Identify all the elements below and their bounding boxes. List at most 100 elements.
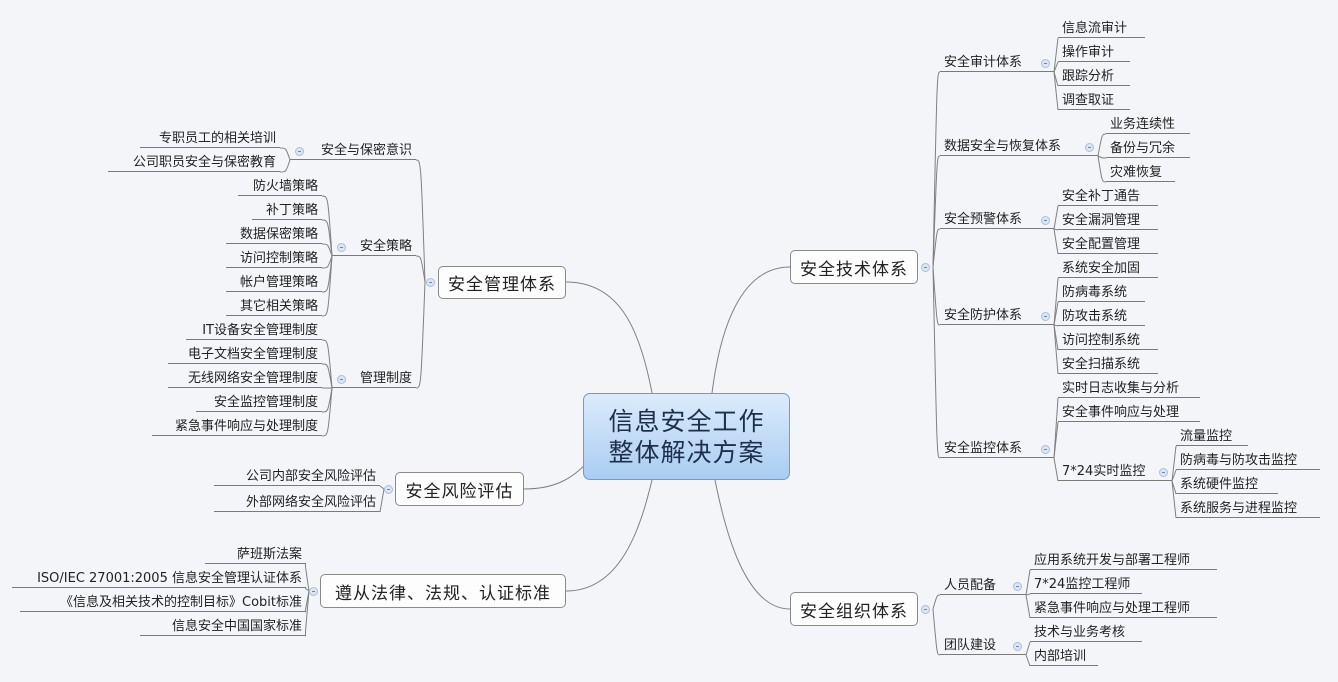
leaf-node[interactable]: 安全扫描系统 — [1058, 355, 1158, 374]
connector-line — [1097, 133, 1107, 157]
subtopic-node[interactable]: 安全策略 — [332, 237, 416, 256]
main-topic-security-organization[interactable]: 安全组织体系 — [790, 592, 918, 626]
leaf-node[interactable]: 跟踪分析 — [1058, 67, 1130, 86]
leaf-node[interactable]: 信息安全中国国家标准 — [140, 617, 306, 636]
leaf-node[interactable]: 萨班斯法案 — [205, 545, 306, 564]
connector-line — [932, 608, 941, 656]
leaf-node[interactable]: 紧急事件响应与处理制度 — [152, 417, 322, 436]
leaf-node[interactable]: 外部网络安全风险评估 — [214, 493, 380, 512]
leaf-node[interactable]: 帐户管理策略 — [226, 273, 322, 292]
connector-line — [379, 488, 385, 513]
collapse-icon[interactable] — [1041, 59, 1050, 68]
connector-line — [1171, 469, 1177, 482]
leaf-node[interactable]: 电子文档安全管理制度 — [168, 345, 322, 364]
leaf-node[interactable]: 业务连续性 — [1106, 115, 1190, 134]
collapse-icon[interactable] — [921, 263, 930, 272]
collapse-icon[interactable] — [1013, 642, 1022, 651]
subtopic-node[interactable]: 7*24实时监控 — [1058, 462, 1172, 481]
main-topic-risk-assessment[interactable]: 安全风险评估 — [395, 472, 524, 506]
subtopic-node[interactable]: 数据安全与恢复体系 — [940, 137, 1098, 156]
leaf-node[interactable]: 专职员工的相关培训 — [140, 129, 280, 148]
leaf-node[interactable]: 内部培训 — [1030, 647, 1098, 666]
leaf-node[interactable]: IT设备安全管理制度 — [186, 321, 322, 340]
leaf-node[interactable]: 防病毒系统 — [1058, 283, 1145, 302]
connector-line — [1053, 228, 1059, 255]
leaf-node[interactable]: 无线网络安全管理制度 — [168, 369, 322, 388]
leaf-node[interactable]: 7*24监控工程师 — [1030, 575, 1142, 594]
connector-line — [1053, 37, 1059, 73]
connector-line — [1171, 480, 1177, 519]
connector-line — [711, 266, 791, 394]
leaf-node[interactable]: 访问控制系统 — [1058, 331, 1158, 350]
leaf-node[interactable]: 系统安全加固 — [1058, 259, 1158, 278]
leaf-node[interactable]: 防病毒与防攻击监控 — [1176, 451, 1320, 470]
leaf-node[interactable]: 安全监控管理制度 — [196, 393, 322, 412]
collapse-icon[interactable] — [1041, 312, 1050, 321]
connector-line — [321, 339, 333, 389]
leaf-node[interactable]: 防攻击系统 — [1058, 307, 1145, 326]
connector-line — [415, 159, 426, 283]
collapse-icon[interactable] — [426, 278, 435, 287]
leaf-node[interactable]: 防火墙策略 — [238, 177, 322, 196]
main-topic-compliance[interactable]: 遵从法律、法规、认证标准 — [320, 574, 566, 608]
leaf-node[interactable]: 安全事件响应与处理 — [1058, 403, 1200, 422]
connector-line — [1053, 324, 1059, 327]
collapse-icon[interactable] — [1013, 582, 1022, 591]
connector-line — [1025, 654, 1031, 667]
main-topic-security-technology[interactable]: 安全技术体系 — [790, 250, 918, 284]
collapse-icon[interactable] — [384, 485, 393, 494]
subtopic-node[interactable]: 管理制度 — [332, 369, 416, 388]
leaf-node[interactable]: 公司职员安全与保密教育 — [108, 153, 280, 172]
leaf-node[interactable]: ISO/IEC 27001:2005 信息安全管理认证体系 — [12, 569, 306, 588]
collapse-icon[interactable] — [337, 243, 346, 252]
leaf-node[interactable]: 安全配置管理 — [1058, 235, 1158, 254]
connector-line — [1171, 445, 1177, 482]
connector-line — [279, 147, 291, 161]
subtopic-node[interactable]: 安全与保密意识 — [290, 141, 416, 160]
leaf-node[interactable]: 数据保密策略 — [226, 225, 322, 244]
subtopic-node[interactable]: 安全审计体系 — [940, 53, 1054, 72]
leaf-node[interactable]: 公司内部安全风险评估 — [214, 467, 380, 486]
leaf-node[interactable]: 系统服务与进程监控 — [1176, 499, 1320, 518]
leaf-node[interactable]: 应用系统开发与部署工程师 — [1030, 551, 1217, 570]
collapse-icon[interactable] — [337, 375, 346, 384]
collapse-icon[interactable] — [1041, 445, 1050, 454]
connector-line — [321, 219, 333, 257]
connector-line — [321, 255, 333, 269]
connector-line — [321, 255, 333, 317]
leaf-node[interactable]: 信息流审计 — [1058, 19, 1145, 38]
leaf-node[interactable]: 安全漏洞管理 — [1058, 211, 1158, 230]
subtopic-node[interactable]: 团队建设 — [940, 636, 1026, 655]
connector-line — [415, 281, 426, 389]
collapse-icon[interactable] — [309, 587, 318, 596]
leaf-node[interactable]: 访问控制策略 — [226, 249, 322, 268]
main-topic-security-management[interactable]: 安全管理体系 — [438, 266, 566, 299]
leaf-node[interactable]: 其它相关策略 — [226, 297, 322, 316]
leaf-node[interactable]: 备份与冗余 — [1106, 139, 1190, 158]
subtopic-node[interactable]: 安全防护体系 — [940, 306, 1054, 325]
collapse-icon[interactable] — [921, 605, 930, 614]
leaf-node[interactable]: 安全补丁通告 — [1058, 187, 1158, 206]
connector-line — [1053, 277, 1059, 326]
leaf-node[interactable]: 紧急事件响应与处理工程师 — [1030, 599, 1217, 618]
subtopic-node[interactable]: 安全监控体系 — [940, 439, 1054, 458]
collapse-icon[interactable] — [1085, 143, 1094, 152]
connector-line — [1025, 569, 1031, 596]
leaf-node[interactable]: 流量监控 — [1176, 427, 1248, 446]
leaf-node[interactable]: 系统硬件监控 — [1176, 475, 1278, 494]
connector-line — [932, 266, 941, 459]
central-topic[interactable]: 信息安全工作 整体解决方案 — [583, 393, 790, 480]
leaf-node[interactable]: 操作审计 — [1058, 43, 1130, 62]
collapse-icon[interactable] — [1159, 468, 1168, 477]
leaf-node[interactable]: 实时日志收集与分析 — [1058, 379, 1200, 398]
leaf-node[interactable]: 《信息及相关技术的控制目标》Cobit标准 — [20, 593, 306, 612]
leaf-node[interactable]: 技术与业务考核 — [1030, 623, 1142, 642]
subtopic-node[interactable]: 人员配备 — [940, 576, 1026, 595]
connector-line — [932, 155, 941, 268]
leaf-node[interactable]: 灾难恢复 — [1106, 163, 1175, 182]
leaf-node[interactable]: 调查取证 — [1058, 91, 1130, 110]
subtopic-node[interactable]: 安全预警体系 — [940, 210, 1054, 229]
collapse-icon[interactable] — [295, 147, 304, 156]
collapse-icon[interactable] — [1041, 216, 1050, 225]
leaf-node[interactable]: 补丁策略 — [252, 201, 322, 220]
